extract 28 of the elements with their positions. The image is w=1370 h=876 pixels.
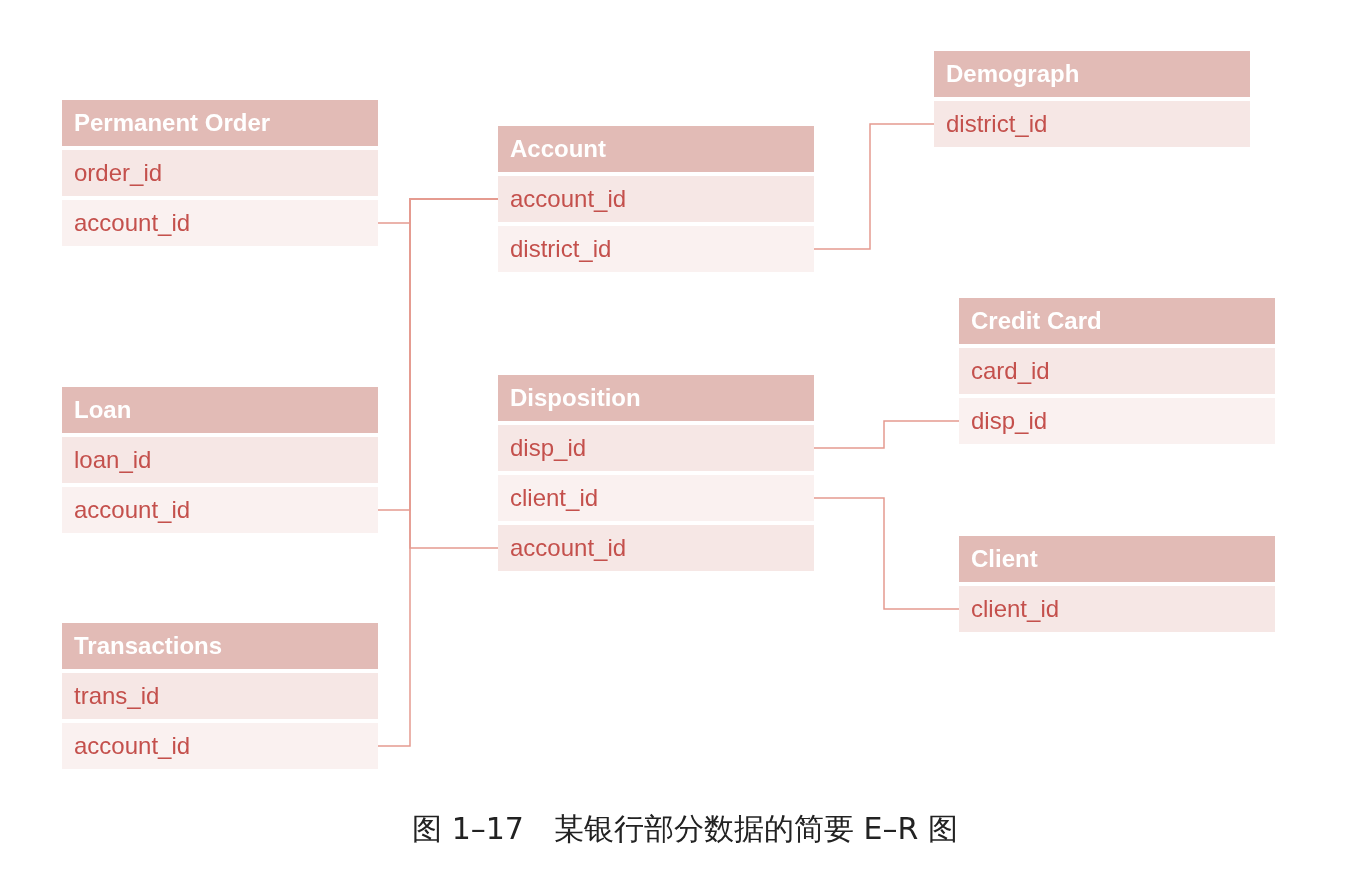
field-row: trans_id: [62, 673, 378, 719]
field-row: district_id: [934, 101, 1250, 147]
connector-line: [409, 198, 499, 549]
field-row: account_id: [62, 200, 378, 246]
connector-line: [813, 420, 960, 449]
table-header: Credit Card: [959, 298, 1275, 344]
table-header: Permanent Order: [62, 100, 378, 146]
table-header: Loan: [62, 387, 378, 433]
table-header: Disposition: [498, 375, 814, 421]
field-row: client_id: [498, 475, 814, 521]
table-header: Demograph: [934, 51, 1250, 97]
table-header: Transactions: [62, 623, 378, 669]
field-row: card_id: [959, 348, 1275, 394]
field-row: client_id: [959, 586, 1275, 632]
field-row: account_id: [62, 723, 378, 769]
connector-line: [813, 123, 935, 250]
field-row: account_id: [498, 176, 814, 222]
field-row: district_id: [498, 226, 814, 272]
field-row: account_id: [62, 487, 378, 533]
field-row: order_id: [62, 150, 378, 196]
figure-caption: 图 1–17 某银行部分数据的简要 E–R 图: [411, 810, 959, 848]
table-header: Client: [959, 536, 1275, 582]
field-row: loan_id: [62, 437, 378, 483]
table-header: Account: [498, 126, 814, 172]
connector-line: [813, 497, 960, 610]
field-row: disp_id: [959, 398, 1275, 444]
field-row: disp_id: [498, 425, 814, 471]
field-row: account_id: [498, 525, 814, 571]
